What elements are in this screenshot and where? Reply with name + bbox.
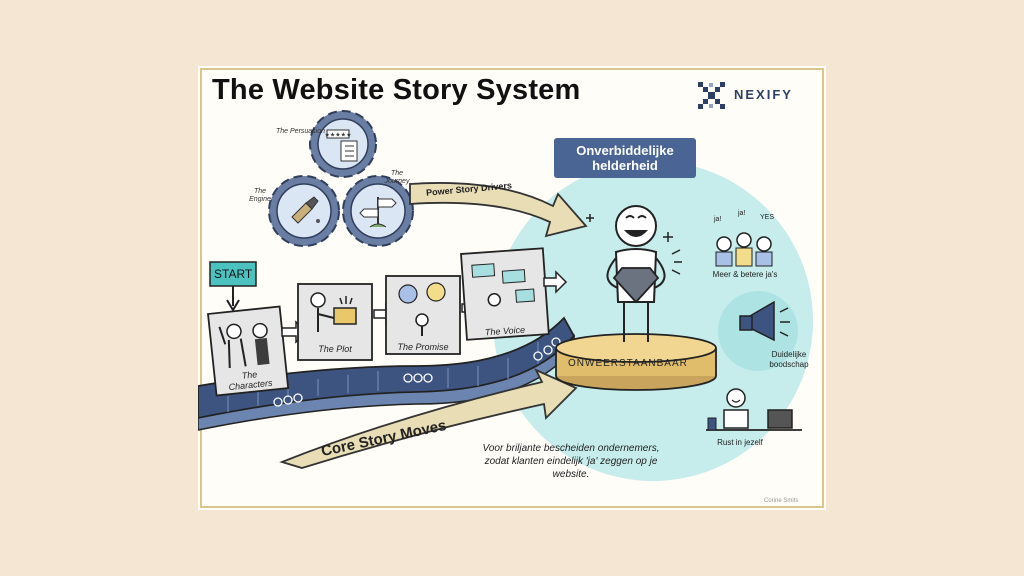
page-title: The Website Story System: [212, 74, 581, 106]
step-label-plot: The Plot: [318, 344, 352, 354]
step-plot-card: [297, 283, 373, 361]
pedestal-label: ONWEERSTAANBAAR: [568, 358, 688, 369]
outcome-label-yes: Meer & betere ja's: [712, 270, 778, 279]
nexify-logo-icon: [698, 82, 725, 109]
pedestal: [555, 333, 717, 391]
outcome-label-message: Duidelijke boodschap: [769, 350, 809, 369]
gear-persuasion-icon: ★★★★★: [309, 110, 377, 178]
step-promise-card: [385, 275, 461, 355]
card-border: [200, 68, 824, 508]
diamond-icon: [612, 267, 660, 304]
megaphone-icon: [739, 300, 790, 342]
sparkle-icon: [586, 214, 682, 275]
gear-journey-icon: [342, 175, 414, 247]
step-voice-card: [460, 247, 550, 341]
core-story-moves-arrow: [279, 368, 578, 469]
power-story-drivers-arrow: [409, 182, 588, 238]
speech-bubble-2: ja!: [738, 210, 746, 217]
illustration: ★★★★★: [198, 68, 824, 508]
artist-credit: Corine Smits: [764, 498, 799, 504]
step-label-promise: The Promise: [397, 342, 449, 352]
relaxed-person-icon: [706, 388, 802, 431]
tagline: Voor briljante bescheiden ondernemers, z…: [482, 443, 660, 480]
start-marker: [209, 261, 257, 312]
start-label: START: [214, 267, 253, 281]
step-characters-card: [207, 305, 290, 397]
gear-label-journey: The Journey: [384, 170, 410, 185]
svg-text:★★★★★: ★★★★★: [325, 132, 352, 139]
gear-label-persuasion: The Persuasion: [276, 128, 326, 135]
gear-label-engine: The Engine: [249, 188, 271, 203]
clarity-banner: Onverbiddelijke helderheid: [554, 138, 696, 178]
brand-name: NEXIFY: [734, 87, 793, 102]
speech-bubble-3: YES: [760, 214, 775, 221]
gear-engine-icon: [268, 175, 340, 247]
happy-crowd-icon: [715, 232, 773, 267]
outcome-label-calm: Rust in jezelf: [717, 438, 763, 447]
step-arrow-4-icon: [543, 270, 568, 294]
speech-bubble-1: ja!: [714, 216, 722, 223]
infographic-card: ★★★★★: [198, 66, 826, 510]
